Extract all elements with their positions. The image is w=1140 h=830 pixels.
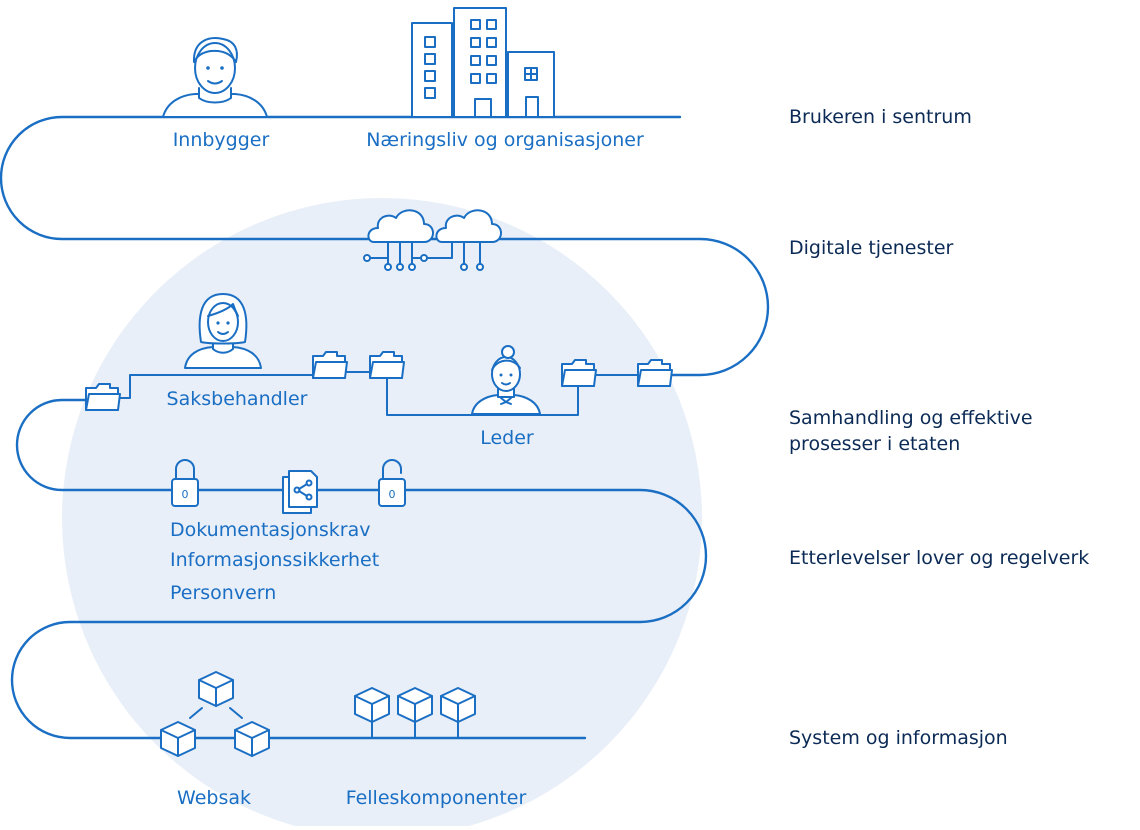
cube-icon — [198, 671, 234, 707]
buildings-icon — [411, 7, 555, 118]
padlock-closed-icon: 0 — [171, 459, 199, 507]
node-label-saksbehandler: Saksbehandler — [167, 388, 308, 410]
node-label-innbygger: Innbygger — [173, 129, 270, 151]
cube-icon — [440, 687, 476, 723]
cube-icon — [160, 721, 196, 757]
layer-label-tjenester: Digitale tjenester — [789, 237, 954, 259]
node-label-personvern: Personvern — [170, 582, 276, 604]
cube-icon — [354, 687, 390, 723]
layer-label-bruker: Brukeren i sentrum — [789, 106, 972, 128]
flow-path — [0, 115, 770, 740]
person-icon — [471, 345, 541, 415]
layer-label-samhandling-line1: Samhandling og effektive — [789, 407, 1033, 429]
folder-icon — [312, 351, 348, 379]
folder-icon — [561, 359, 597, 387]
node-label-leder: Leder — [480, 427, 534, 449]
node-label-felleskomponenter: Felleskomponenter — [346, 787, 527, 809]
layer-label-system: System og informasjon — [789, 727, 1008, 749]
node-label-websak: Websak — [177, 787, 251, 809]
person-icon — [162, 37, 268, 118]
folder-icon — [637, 359, 673, 387]
cube-connector — [189, 707, 243, 719]
layer-label-samhandling-line2: prosesser i etaten — [789, 433, 960, 455]
node-label-naeringsliv: Næringsliv og organisasjoner — [366, 129, 644, 151]
person-icon — [184, 293, 262, 369]
folder-icon — [85, 383, 121, 411]
cube-icon — [234, 721, 270, 757]
cube-icon — [397, 687, 433, 723]
cloud-network-icon — [363, 209, 434, 271]
node-label-informasjonssikkerhet: Informasjonssikkerhet — [170, 549, 379, 571]
node-label-dokumentasjonskrav: Dokumentasjonskrav — [170, 519, 371, 541]
svg-text:0: 0 — [389, 488, 396, 501]
samhandling-connector — [117, 374, 316, 399]
layer-label-etterlevelse: Etterlevelser lover og regelverk — [789, 547, 1089, 569]
cloud-link-node — [420, 254, 428, 262]
padlock-open-icon: 0 — [378, 459, 406, 507]
cloud-network-icon — [435, 209, 502, 271]
background-circle — [62, 198, 702, 830]
document-share-icon — [282, 470, 318, 514]
svg-text:0: 0 — [182, 488, 189, 501]
folder-icon — [369, 351, 405, 379]
